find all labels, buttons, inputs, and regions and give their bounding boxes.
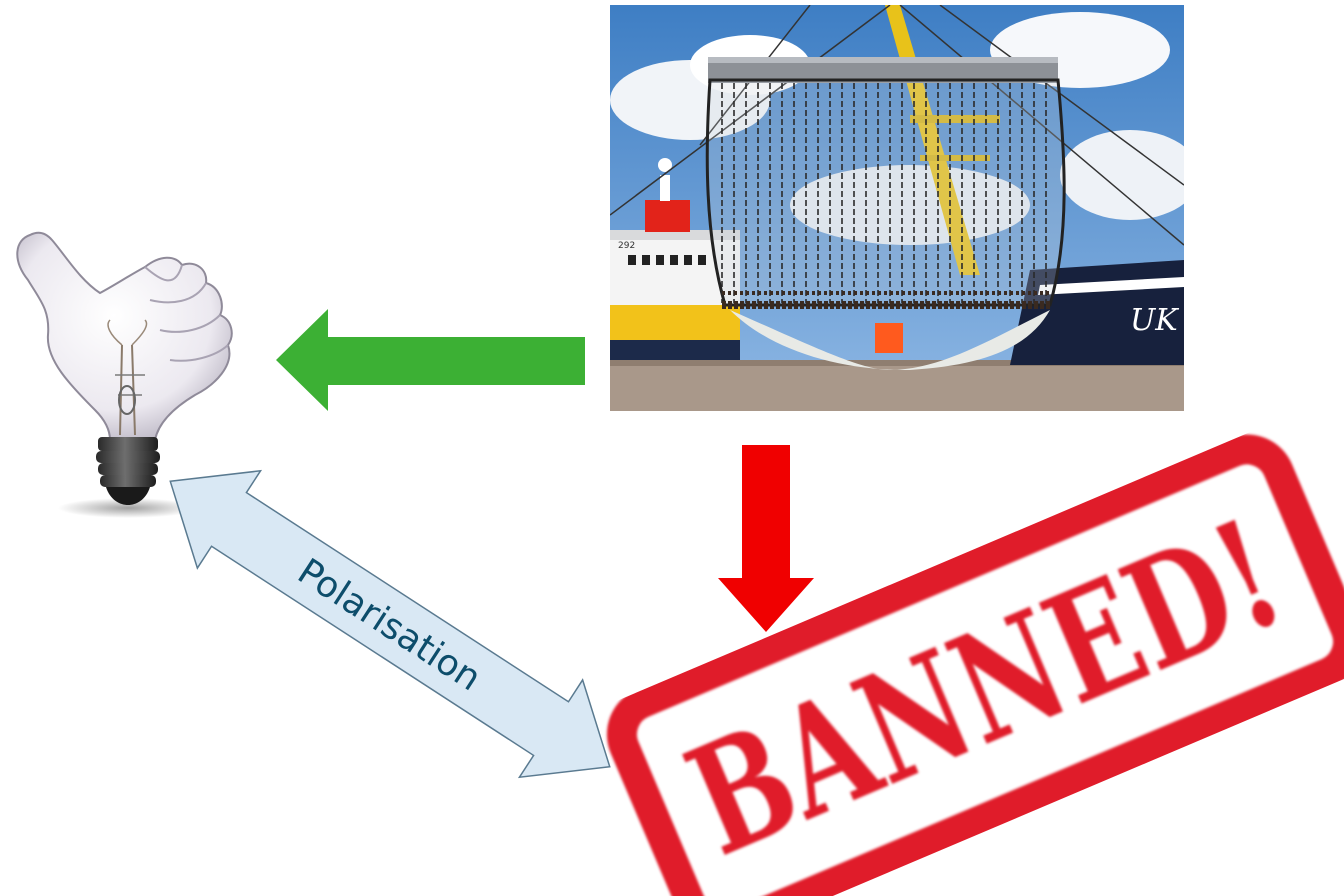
green-arrow-left — [276, 309, 585, 411]
hull-text: UK — [1130, 303, 1179, 338]
polarisation-label: Polarisation — [290, 551, 488, 699]
pulse-trawl-net-photo: 292 UK — [610, 5, 1184, 411]
bow-number: 292 — [618, 241, 635, 251]
red-arrow-down — [718, 445, 814, 632]
lightbulb-thumbs-up-image — [16, 231, 233, 518]
